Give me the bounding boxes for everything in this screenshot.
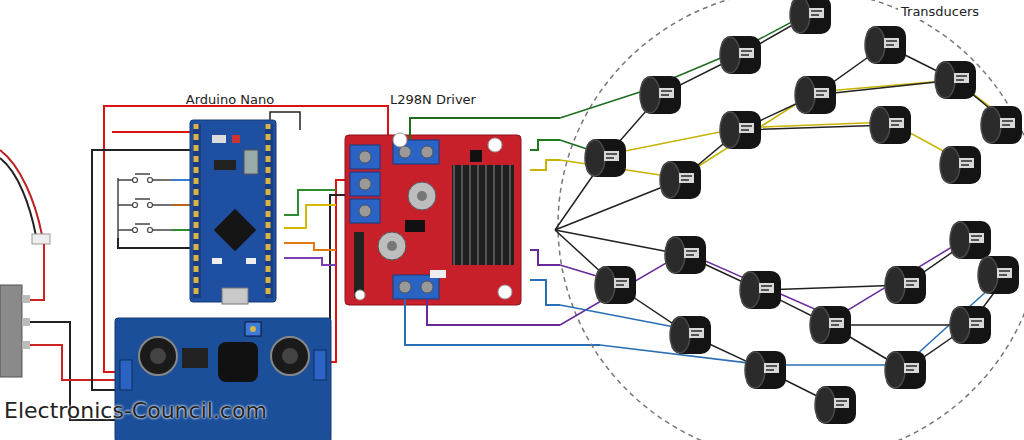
transducer-region: Transducers	[560, 0, 1024, 440]
board-label: L298N Driver	[336, 92, 530, 108]
signal-wire	[284, 258, 336, 265]
board-label: Transducers	[898, 4, 982, 20]
signal-wire	[284, 205, 336, 228]
signal-wire	[530, 280, 560, 305]
watermark: Electronics-Council.com	[4, 398, 267, 423]
board-label: Arduino Nano	[176, 92, 284, 108]
driver-board: L298N Driver	[336, 92, 530, 307]
signal-wire	[530, 140, 560, 150]
signal-wire	[284, 243, 336, 250]
signal-wire	[530, 160, 560, 170]
signal-wire	[530, 250, 560, 265]
signal-wire	[284, 190, 336, 215]
arduino-board: Arduino Nano	[176, 92, 284, 304]
